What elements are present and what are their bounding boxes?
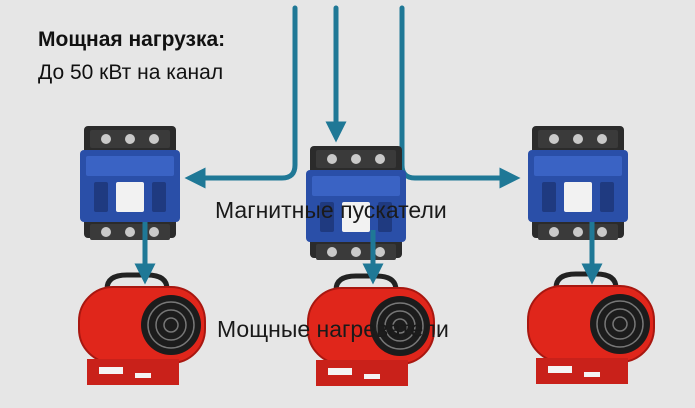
contactors-label: Магнитные пускатели: [215, 197, 447, 223]
heaters-label: Мощные нагреватели: [217, 316, 449, 342]
load-subheading: До 50 кВт на канал: [38, 61, 224, 84]
feed-line-left: [184, 5, 298, 189]
contactor-icon-left: [80, 126, 180, 240]
contactor-icon-right: [528, 126, 628, 240]
heater-icon-right: [528, 274, 654, 384]
feed-line-right: [399, 5, 521, 189]
heater-icon-left: [79, 275, 205, 385]
load-heading: Мощная нагрузка:: [38, 28, 226, 51]
